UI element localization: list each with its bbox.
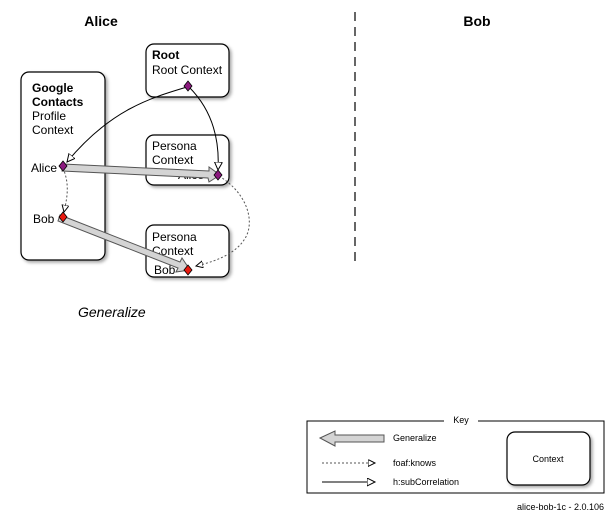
node-diamond-alice[interactable] <box>58 160 68 172</box>
root-box-title: Root <box>152 48 179 62</box>
key-title-background <box>444 414 478 426</box>
column-heading-bob: Bob <box>463 13 490 29</box>
foaf-knows-arrow-alice-to-bob <box>63 167 67 212</box>
node-label-alice: Alice <box>31 161 57 175</box>
generalize-arrow-bob <box>57 214 191 273</box>
key-foaf-knows-label: foaf:knows <box>393 458 437 468</box>
subcorrelation-arrow-root-to-alice <box>67 86 188 162</box>
generalize-arrow-alice <box>61 163 221 183</box>
key-generalize-label: Generalize <box>393 433 437 443</box>
key-subcorrelation-label: h:subCorrelation <box>393 477 459 487</box>
root-box-text: Root Context <box>152 63 223 77</box>
persona1-text-line1: Persona <box>152 139 197 153</box>
google-contacts-title-line1: Google <box>32 81 74 95</box>
persona1-text-line2: Context <box>152 153 194 167</box>
node-label-bob: Bob <box>33 212 55 226</box>
persona2-text-line1: Persona <box>152 230 197 244</box>
node-diamond-root[interactable] <box>183 80 193 92</box>
node-diamond-persona-alice[interactable] <box>213 169 223 181</box>
subcorrelation-arrow-root-to-persona-alice <box>188 86 218 170</box>
key-title: Key <box>453 415 469 425</box>
node-label-persona-bob: Bob <box>154 263 176 277</box>
key-context-label: Context <box>532 454 564 464</box>
google-contacts-title-line2: Contacts <box>32 95 84 109</box>
foaf-knows-arrow-persona-alice-to-persona-bob <box>196 175 250 266</box>
persona2-text-line2: Context <box>152 244 194 258</box>
node-diamond-bob[interactable] <box>58 211 68 223</box>
node-diamond-persona-bob[interactable] <box>183 264 193 276</box>
column-heading-alice: Alice <box>84 13 118 29</box>
diagram-caption: Generalize <box>78 304 146 320</box>
key-generalize-arrow <box>318 430 385 447</box>
google-contacts-text-line2: Context <box>32 123 74 137</box>
key-context-box <box>506 431 591 486</box>
diagram-footer-id: alice-bob-1c - 2.0.106 <box>517 502 604 512</box>
root-context-box[interactable] <box>145 43 230 98</box>
google-contacts-text-line1: Profile <box>32 109 66 123</box>
